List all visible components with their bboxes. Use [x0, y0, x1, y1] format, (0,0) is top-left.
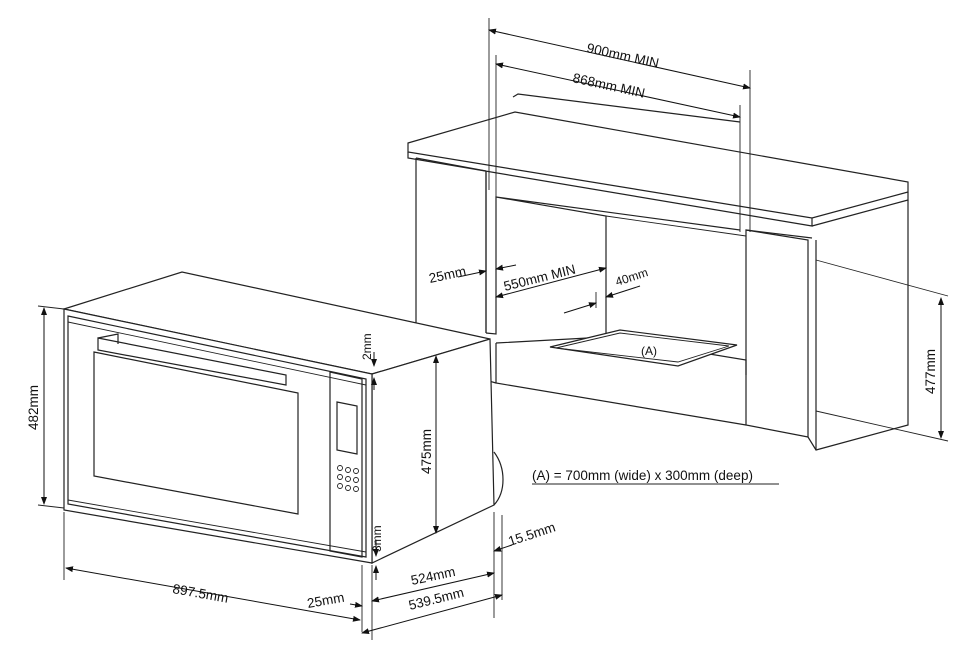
- button-icon[interactable]: [353, 468, 359, 474]
- oven-window: [93, 351, 299, 515]
- cutout-a: [549, 329, 738, 367]
- button-icon[interactable]: [337, 465, 343, 471]
- button-icon[interactable]: [337, 474, 343, 480]
- cabinet: (A): [407, 93, 909, 451]
- cabinet-right-side: [745, 229, 809, 438]
- button-icon[interactable]: [353, 486, 359, 492]
- oven-handle[interactable]: [97, 337, 287, 386]
- oven-front: [63, 308, 373, 564]
- dim-539-5: 539.5mm: [407, 585, 465, 613]
- button-icon[interactable]: [337, 483, 343, 489]
- dim-900: 900mm MIN: [585, 40, 660, 71]
- button-icon[interactable]: [345, 467, 351, 473]
- button-icon[interactable]: [345, 476, 351, 482]
- dim-40: 40mm: [614, 265, 650, 289]
- dim-550: 550mm MIN: [502, 262, 577, 294]
- dim-15-5: 15.5mm: [506, 520, 557, 549]
- dim-477: 477mm: [923, 349, 938, 394]
- dim-25-cabinet: 25mm: [428, 263, 468, 285]
- dim-475: 475mm: [419, 429, 434, 474]
- cutout-note: (A) = 700mm (wide) x 300mm (deep): [532, 468, 753, 483]
- dim-3: 3mm: [370, 525, 384, 552]
- cabinet-cavity: [485, 196, 741, 337]
- control-panel: [329, 371, 363, 558]
- dim-2: 2mm: [360, 333, 374, 360]
- dim-482: 482mm: [26, 385, 41, 430]
- dim-524: 524mm: [410, 564, 457, 588]
- worktop: [407, 111, 909, 219]
- dim-897-5: 897.5mm: [171, 581, 229, 606]
- cutout-label: (A): [641, 344, 657, 358]
- dim-25-fascia: 25mm: [306, 590, 346, 611]
- display: [336, 401, 358, 455]
- button-icon[interactable]: [345, 485, 351, 491]
- button-icon[interactable]: [353, 477, 359, 483]
- control-buttons: [337, 465, 359, 492]
- dim-868: 868mm MIN: [571, 70, 646, 101]
- oven: [61, 271, 504, 564]
